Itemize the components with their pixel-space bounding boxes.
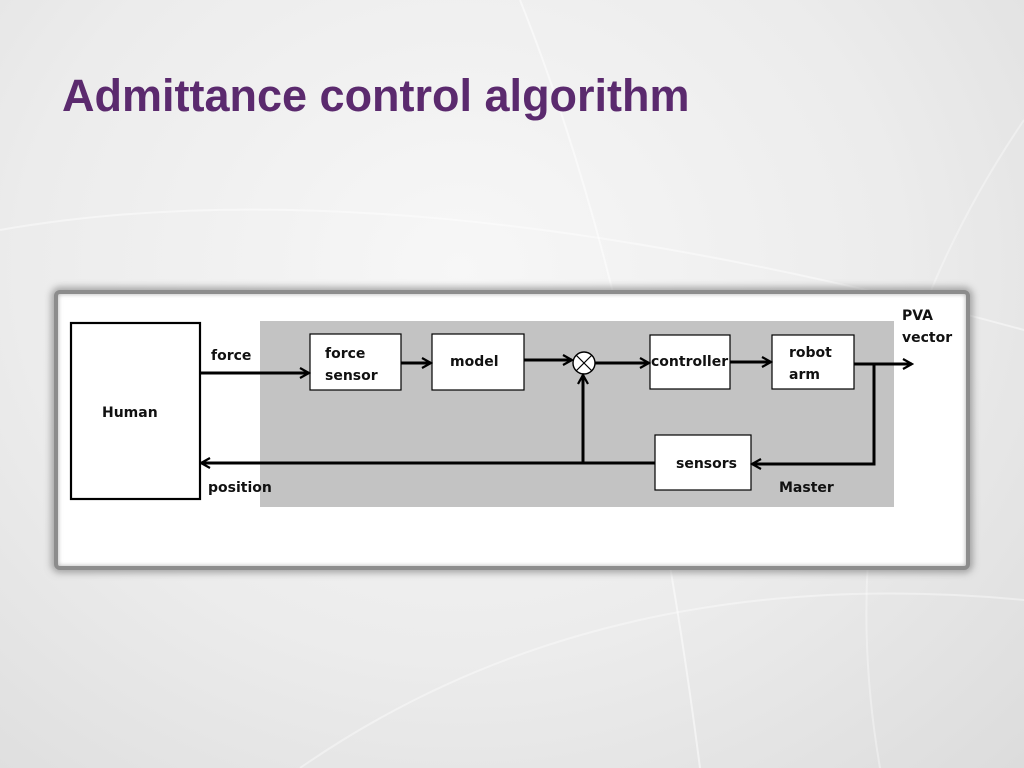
sensors-block: sensors [654, 434, 752, 491]
robot-arm-label-line2: arm [789, 367, 820, 383]
force-sensor-label-line1: force [325, 346, 365, 362]
controller-block: controller [649, 334, 731, 390]
admittance-control-diagram: Human force sensor model controller robo… [69, 308, 952, 507]
force-sensor-label-line2: sensor [325, 368, 378, 384]
robot-arm-label-line1: robot [789, 345, 832, 361]
sensors-label: sensors [676, 456, 737, 472]
position-edge-label: position [208, 480, 272, 496]
master-feedback-arrow [752, 364, 876, 464]
controller-label: controller [651, 354, 728, 370]
human-block: Human [69, 321, 202, 501]
human-label: Human [102, 405, 158, 421]
master-edge-label: Master [779, 480, 834, 496]
slide-title: Admittance control algorithm [62, 70, 690, 121]
robot-arm-block: robot arm [771, 334, 855, 390]
summing-junction [572, 351, 596, 375]
model-block: model [431, 333, 525, 391]
force-sensor-block: force sensor [309, 333, 402, 391]
force-edge-label: force [211, 348, 251, 364]
output-label-line1: PVA [902, 308, 933, 324]
model-label: model [450, 354, 499, 370]
output-label-line2: vector [902, 330, 952, 346]
